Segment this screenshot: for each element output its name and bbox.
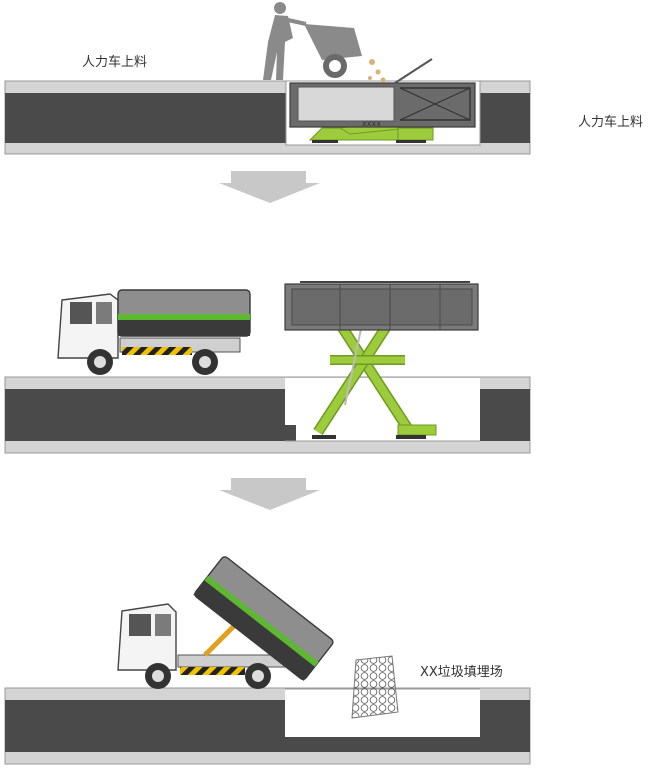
panel-manual-loading: xxxx 人力车上料 人力车上料: [4, 2, 643, 155]
label-landfill: XX垃圾填埋场: [420, 665, 503, 680]
landfill-pile-icon: [351, 655, 399, 719]
worker-silhouette-icon: [263, 2, 386, 83]
svg-text:xxxx: xxxx: [362, 119, 381, 128]
label-manual-loading-right: 人力车上料: [578, 114, 643, 130]
ground-section-2: [4, 376, 531, 454]
garbage-container-icon: [284, 281, 479, 331]
panel-landfill-dump: XX垃圾填埋场: [4, 556, 531, 765]
truck-icon: [117, 556, 334, 689]
ground-section-3: [4, 687, 531, 765]
arrow-down-icon: [219, 478, 320, 510]
label-manual-loading-left: 人力车上料: [82, 54, 147, 70]
panel-lift-raised: [4, 281, 531, 454]
garbage-container-icon: xxxx: [289, 58, 476, 128]
arrow-down-icon: [219, 171, 320, 203]
truck-icon: [57, 289, 251, 375]
